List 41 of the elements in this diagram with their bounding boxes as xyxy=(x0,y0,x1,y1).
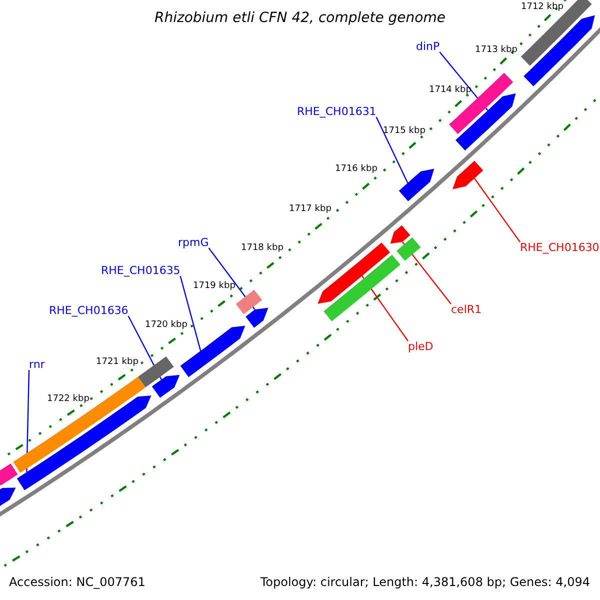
gene-block xyxy=(324,254,400,322)
gene-feature xyxy=(152,374,180,398)
gene-label: RHE_CH01635 xyxy=(101,265,180,276)
gene-feature xyxy=(390,225,410,244)
tick-label: 1715 kbp xyxy=(383,127,426,136)
genome-stats-text: Topology: circular; Length: 4,381,608 bp; Genes: 4,094 xyxy=(260,576,590,588)
gene-label: RHE_CH01636 xyxy=(49,305,128,316)
gene-block xyxy=(138,356,174,388)
tick-label: 1720 kbp xyxy=(145,321,188,330)
gene-feature xyxy=(452,160,484,190)
tick-label: 1722 kbp xyxy=(47,395,90,404)
tick-label: 1713 kbp xyxy=(475,46,518,55)
leader-line xyxy=(474,178,520,242)
accession-text: Accession: NC_007761 xyxy=(9,576,146,588)
title: Rhizobium etli CFN 42, complete genome xyxy=(154,11,446,25)
tick-label: 1721 kbp xyxy=(96,358,138,367)
tick-label: 1719 kbp xyxy=(193,282,236,291)
gene-label: rnr xyxy=(29,359,45,370)
gene-label: RHE_CH01630 xyxy=(520,242,600,253)
gene-label: celR1 xyxy=(451,304,482,315)
leader-line xyxy=(180,276,202,351)
gene-feature xyxy=(318,242,390,304)
gene-block xyxy=(520,0,592,66)
tick-label: 1714 kbp xyxy=(429,86,472,95)
tick-label: 1717 kbp xyxy=(289,205,332,214)
gene-feature xyxy=(524,15,595,86)
gene-block xyxy=(236,290,262,314)
tick-label: 1718 kbp xyxy=(241,244,284,253)
gene-feature xyxy=(16,396,152,490)
gene-block xyxy=(13,376,146,473)
tick-label: 1712 kbp xyxy=(521,3,564,12)
gene-label: pleD xyxy=(408,341,434,352)
gene-block xyxy=(396,237,421,261)
leader-line xyxy=(376,116,408,184)
gene-feature xyxy=(246,308,268,328)
gene-label: rpmG xyxy=(178,237,209,248)
gene-feature xyxy=(456,93,516,150)
gene-feature xyxy=(398,168,434,202)
gene-label: dinP xyxy=(416,41,440,52)
gene-label: RHE_CH01631 xyxy=(297,106,376,117)
tick-label: 1716 kbp xyxy=(335,165,378,174)
